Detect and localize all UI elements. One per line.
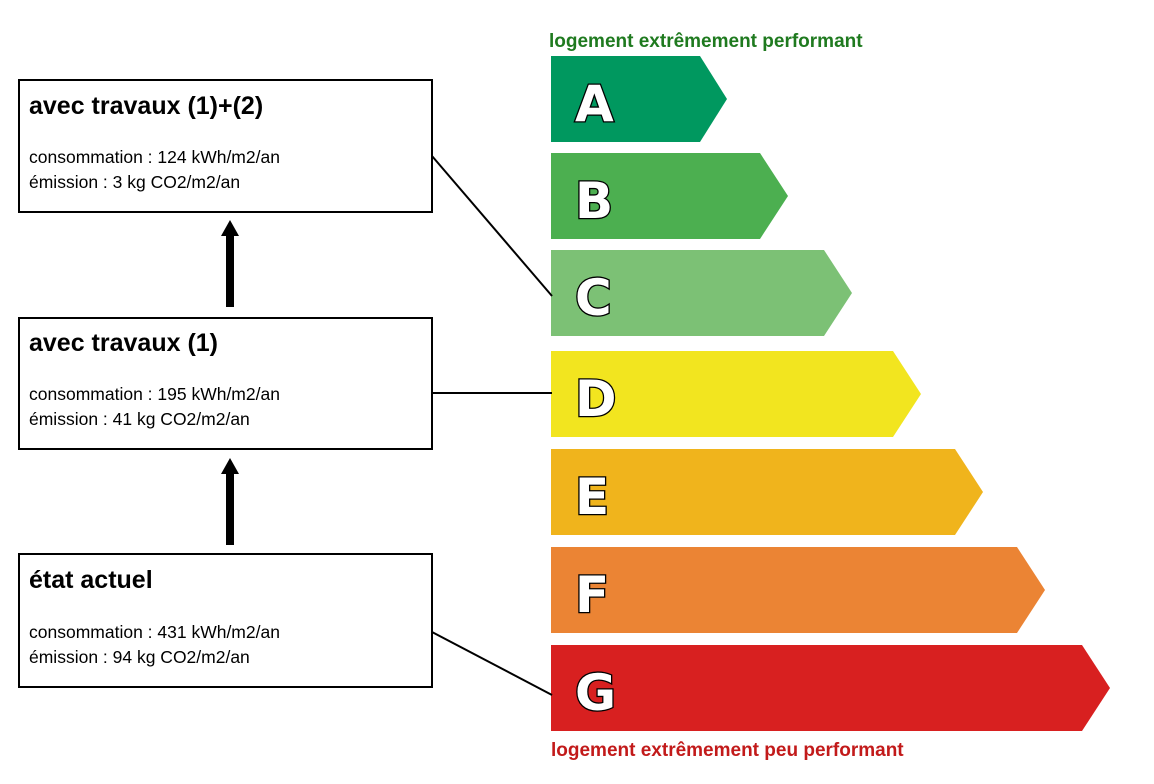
scenario-emission: émission : 3 kg CO2/m2/an [29, 172, 240, 192]
scenario-consumption: consommation : 124 kWh/m2/an [29, 147, 280, 167]
band-e-arrow [551, 449, 983, 535]
band-b: B [551, 153, 788, 239]
band-f-arrow [551, 547, 1045, 633]
up-arrow-lower [221, 458, 239, 545]
scenario-box-frame [18, 317, 433, 450]
band-g: G [551, 645, 1110, 731]
scenario-box-works-1-2: avec travaux (1)+(2) consommation : 124 … [18, 79, 433, 213]
band-f-letter: F [575, 566, 609, 624]
band-b-arrow [551, 153, 788, 239]
band-c: C [551, 250, 852, 336]
caption-bottom: logement extrêmement peu performant [551, 740, 904, 761]
band-b-letter: B [575, 172, 613, 230]
band-f: F [551, 547, 1045, 633]
scenario-box-frame [18, 79, 433, 213]
scenario-emission: émission : 41 kg CO2/m2/an [29, 409, 250, 429]
scenario-title: avec travaux (1) [29, 329, 218, 357]
band-e-letter: E [575, 468, 609, 526]
scenario-title: état actuel [29, 566, 153, 594]
caption-top: logement extrêmement performant [549, 31, 863, 52]
up-arrow-upper [221, 220, 239, 307]
scenario-box-current: état actuel consommation : 431 kWh/m2/an… [18, 553, 433, 688]
scenario-box-works-1: avec travaux (1) consommation : 195 kWh/… [18, 317, 433, 450]
band-g-letter: G [575, 664, 616, 722]
band-a-arrow [551, 56, 727, 142]
band-c-arrow [551, 250, 852, 336]
scenario-box-frame [18, 553, 433, 688]
band-c-letter: C [575, 269, 612, 327]
band-a-letter: A [575, 75, 614, 133]
connector-line-works-1-2 [431, 155, 553, 297]
scenario-title: avec travaux (1)+(2) [29, 92, 263, 120]
band-d-letter: D [575, 370, 617, 428]
scenario-consumption: consommation : 431 kWh/m2/an [29, 622, 280, 642]
energy-scale: A B C D E F G [551, 56, 1110, 731]
band-a: A [551, 56, 727, 142]
connector-line-current [431, 631, 553, 696]
scenario-emission: émission : 94 kg CO2/m2/an [29, 647, 250, 667]
band-e: E [551, 449, 983, 535]
band-g-arrow [551, 645, 1110, 731]
scenario-consumption: consommation : 195 kWh/m2/an [29, 384, 280, 404]
band-d: D [551, 351, 921, 437]
band-d-arrow [551, 351, 921, 437]
